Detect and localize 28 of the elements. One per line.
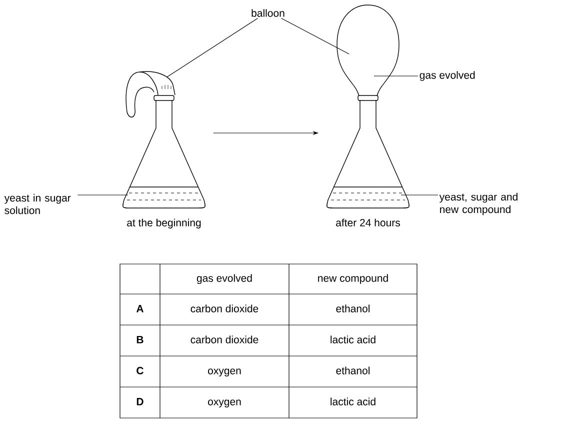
table-cell: lactic acid xyxy=(330,336,376,344)
table-cell: A xyxy=(136,305,144,312)
table-cell: C xyxy=(136,366,144,374)
leader-line xyxy=(77,194,128,196)
conical-flask xyxy=(326,95,410,208)
node-label: after 24 hours xyxy=(336,218,400,226)
table-cell: new compound xyxy=(318,274,388,284)
label-text: yeast, sugar and new compound xyxy=(439,192,518,216)
leader-line xyxy=(400,194,438,196)
node-label: at the beginning xyxy=(127,218,201,228)
table-cell: carbon dioxide xyxy=(190,304,258,312)
table-cell: lactic acid xyxy=(330,398,376,406)
label-text: yeast in sugar solution xyxy=(4,194,71,214)
table-cell: oxygen xyxy=(208,368,241,376)
conical-flask xyxy=(122,95,206,208)
table-cell: gas evolved xyxy=(196,274,252,284)
leader-line xyxy=(280,18,350,54)
balloon-drawing xyxy=(336,4,400,96)
label-text: balloon xyxy=(252,9,284,17)
table-cell: D xyxy=(136,398,144,406)
table-cell: ethanol xyxy=(336,304,370,312)
balloon-drawing xyxy=(126,71,176,118)
table-cell: ethanol xyxy=(336,366,370,374)
table-cell: oxygen xyxy=(208,400,241,408)
leader-line xyxy=(166,18,258,78)
label-text: gas evolved xyxy=(420,71,475,81)
table-cell: carbon dioxide xyxy=(190,336,258,344)
table-cell: B xyxy=(136,336,144,344)
